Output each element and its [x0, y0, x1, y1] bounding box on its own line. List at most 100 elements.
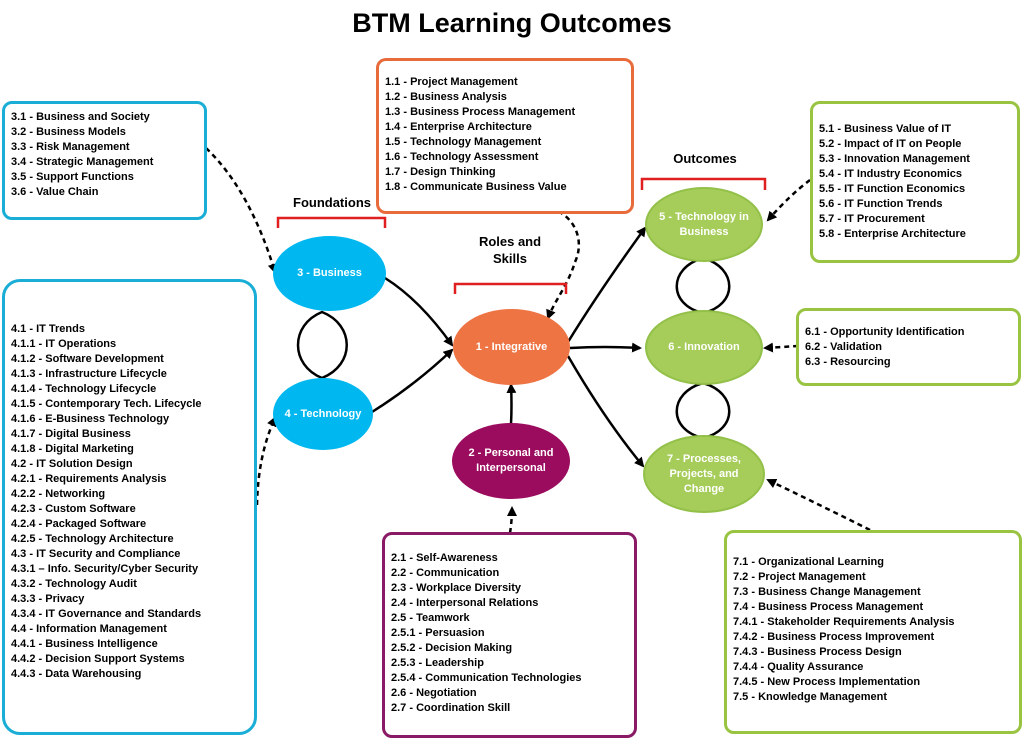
box-technology-outcomes: 4.1 - IT Trends 4.1.1 - IT Operations 4.1.… — [2, 279, 257, 735]
outcome-item: 2.2 - Communication — [391, 567, 500, 579]
dashed-arrow-technology-box — [255, 416, 277, 506]
outcome-item: 1.1 - Project Management — [385, 76, 518, 88]
outcome-item: 4.3.4 - IT Governance and Standards — [11, 608, 202, 620]
outcome-item: 4.4.1 - Business Intelligence — [11, 638, 158, 650]
outcome-item: 4.1.1 - IT Operations — [11, 338, 117, 350]
dashed-arrow-tech-business-box — [766, 179, 811, 222]
outcome-item: 7.4.5 - New Process Implementation — [733, 676, 921, 688]
outcome-item: 2.5 - Teamwork — [391, 612, 470, 624]
label-roles-and-skills: Roles and Skills — [478, 234, 542, 266]
node-technology-in-business: 5 - Technology in Business — [645, 187, 763, 262]
outcome-item: 2.5.4 - Communication Technologies — [391, 672, 582, 684]
outcome-item: 7.4.3 - Business Process Design — [733, 646, 902, 658]
outcome-item: 6.2 - Validation — [805, 341, 883, 353]
outcome-item: 3.3 - Risk Management — [11, 141, 130, 153]
node-processes: 7 - Processes, Projects, and Change — [643, 435, 765, 513]
label-outcomes: Outcomes — [673, 151, 737, 166]
outcome-item: 2.1 - Self-Awareness — [391, 552, 498, 564]
box-personal-outcomes: 2.1 - Self-Awareness 2.2 - Communication 2… — [382, 532, 637, 738]
node-personal: 2 - Personal and Interpersonal — [452, 423, 570, 499]
bracket-roles — [453, 282, 568, 294]
outcome-item: 2.5.3 - Leadership — [391, 657, 484, 669]
outcome-item: 5.7 - IT Procurement — [819, 213, 925, 225]
outcome-item: 3.1 - Business and Society — [11, 111, 150, 123]
outcome-item: 1.2 - Business Analysis — [385, 91, 507, 103]
outcome-item: 4.2.3 - Custom Software — [11, 503, 136, 515]
outcome-item: 6.1 - Opportunity Identification — [805, 326, 965, 338]
outcome-item: 4.1.7 - Digital Business — [11, 428, 131, 440]
box-innovation-outcomes: 6.1 - Opportunity Identification 6.2 - Va… — [796, 308, 1021, 386]
loop-outcomes-lower — [675, 381, 731, 440]
arrow-integrative-to-tech-business — [566, 226, 647, 343]
outcome-item: 4.3 - IT Security and Compliance — [11, 548, 181, 560]
loop-outcomes-upper — [675, 256, 731, 315]
bracket-outcomes — [640, 177, 767, 190]
outcome-item: 4.3.1 – Info. Security/Cyber Security — [11, 563, 199, 575]
outcome-item: 7.4.1 - Stakeholder Requirements Analysi… — [733, 616, 955, 628]
outcome-item: 1.8 - Communicate Business Value — [385, 181, 567, 193]
outcome-item: 4.2 - IT Solution Design — [11, 458, 133, 470]
node-technology: 4 - Technology — [273, 378, 373, 450]
box-integrative-outcomes: 1.1 - Project Management 1.2 - Business A… — [376, 58, 634, 214]
outcome-item: 4.2.4 - Packaged Software — [11, 518, 147, 530]
label-foundations: Foundations — [293, 195, 371, 210]
list-innovation-outcomes: 6.1 - Opportunity Identification 6.2 - Va… — [805, 325, 1012, 370]
outcome-item: 5.4 - IT Industry Economics — [819, 168, 963, 180]
outcome-item: 2.7 - Coordination Skill — [391, 702, 511, 714]
outcome-item: 3.2 - Business Models — [11, 126, 126, 138]
outcome-item: 4.2.1 - Requirements Analysis — [11, 473, 167, 485]
dashed-arrow-personal-box — [506, 506, 517, 534]
dashed-arrow-business-box — [205, 147, 278, 274]
outcome-item: 4.3.3 - Privacy — [11, 593, 85, 605]
outcome-item: 7.1 - Organizational Learning — [733, 556, 884, 568]
outcome-item: 4.4.3 - Data Warehousing — [11, 668, 142, 680]
outcome-item: 1.6 - Technology Assessment — [385, 151, 539, 163]
outcome-item: 6.3 - Resourcing — [805, 356, 891, 368]
outcome-item: 5.5 - IT Function Economics — [819, 183, 966, 195]
arrow-technology-to-integrative — [371, 348, 454, 414]
arrow-business-to-integrative — [384, 276, 454, 347]
list-integrative-outcomes: 1.1 - Project Management 1.2 - Business A… — [385, 75, 625, 195]
outcome-item: 5.6 - IT Function Trends — [819, 198, 943, 210]
outcome-item: 1.3 - Business Process Management — [385, 106, 576, 118]
arrow-personal-to-integrative — [506, 383, 517, 425]
outcome-item: 7.4 - Business Process Management — [733, 601, 924, 613]
box-processes-outcomes: 7.1 - Organizational Learning 7.2 - Proje… — [724, 530, 1022, 734]
node-business: 3 - Business — [273, 236, 386, 311]
outcome-item: 5.3 - Innovation Management — [819, 153, 970, 165]
outcome-item: 4.1.2 - Software Development — [11, 353, 164, 365]
outcome-item: 4.1.8 - Digital Marketing — [11, 443, 134, 455]
bracket-foundations — [276, 216, 387, 228]
outcome-item: 1.7 - Design Thinking — [385, 166, 496, 178]
outcome-item: 7.2 - Project Management — [733, 571, 866, 583]
outcome-item: 5.2 - Impact of IT on People — [819, 138, 962, 150]
list-personal-outcomes: 2.1 - Self-Awareness 2.2 - Communication 2… — [391, 551, 628, 716]
outcome-item: 4.1 - IT Trends — [11, 323, 85, 335]
node-integrative: 1 - Integrative — [453, 309, 570, 385]
node-innovation: 6 - Innovation — [645, 310, 763, 385]
outcome-item: 3.4 - Strategic Management — [11, 156, 154, 168]
dashed-arrow-processes-box — [766, 478, 871, 532]
outcome-item: 4.2.5 - Technology Architecture — [11, 533, 174, 545]
loop-foundations — [296, 310, 348, 380]
outcome-item: 7.4.2 - Business Process Improvement — [733, 631, 935, 643]
outcome-item: 4.1.3 - Infrastructure Lifecycle — [11, 368, 167, 380]
list-technology-outcomes: 4.1 - IT Trends 4.1.1 - IT Operations 4.1.… — [11, 322, 248, 682]
outcome-item: 5.8 - Enterprise Architecture — [819, 228, 966, 240]
outcome-item: 7.5 - Knowledge Management — [733, 691, 888, 703]
outcome-item: 4.4 - Information Management — [11, 623, 167, 635]
outcome-item: 3.6 - Value Chain — [11, 186, 99, 198]
outcome-item: 7.4.4 - Quality Assurance — [733, 661, 864, 673]
outcome-item: 2.5.2 - Decision Making — [391, 642, 513, 654]
list-processes-outcomes: 7.1 - Organizational Learning 7.2 - Proje… — [733, 555, 1013, 705]
dashed-arrow-innovation-box — [763, 342, 799, 353]
outcome-item: 4.3.2 - Technology Audit — [11, 578, 137, 590]
outcome-item: 7.3 - Business Change Management — [733, 586, 921, 598]
outcome-item: 1.4 - Enterprise Architecture — [385, 121, 532, 133]
outcome-item: 2.4 - Interpersonal Relations — [391, 597, 539, 609]
outcome-item: 4.1.4 - Technology Lifecycle — [11, 383, 157, 395]
